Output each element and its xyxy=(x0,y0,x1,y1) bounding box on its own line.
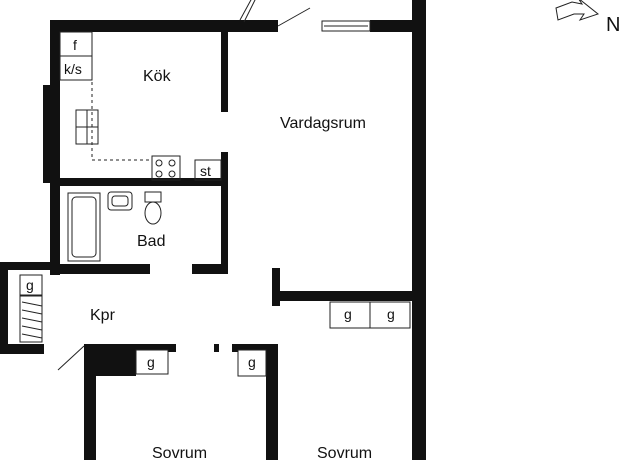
toilet-tank xyxy=(144,191,162,203)
wall-bedroom-left xyxy=(84,344,96,460)
washbasin xyxy=(107,191,133,211)
wall-top-left xyxy=(50,20,240,32)
hob xyxy=(151,155,181,181)
wall-top-right xyxy=(370,20,420,32)
toilet-bowl xyxy=(144,201,162,225)
wall-bath-bottom-left xyxy=(50,264,150,274)
fridge-freezer-box xyxy=(59,55,93,81)
counter-edge xyxy=(91,82,150,161)
wall-bedroom-divider-small xyxy=(214,344,219,352)
wall-right xyxy=(412,0,426,460)
wall-hall-bottom xyxy=(0,344,44,354)
kitchen-fixtures xyxy=(59,31,222,181)
label-closet-hall: g xyxy=(26,277,34,293)
wall-bath-bottom-right xyxy=(192,264,228,274)
wall-bedroom-divider xyxy=(266,344,278,460)
wall-hall-left xyxy=(0,262,8,354)
wall-left-thick xyxy=(43,85,60,183)
label-freezer: f xyxy=(73,37,77,53)
label-fridge-freezer: k/s xyxy=(64,61,82,77)
wall-bath-right xyxy=(221,186,228,272)
label-stove: st xyxy=(200,163,211,179)
walls xyxy=(0,0,426,460)
compass-label: N xyxy=(606,14,620,36)
label-closet-bedroom-2: g xyxy=(248,354,256,370)
closet-hall xyxy=(19,274,43,296)
label-closet-bedroom-1: g xyxy=(147,354,155,370)
wall-kitchen-bath xyxy=(60,178,228,186)
door-top-leaf xyxy=(277,7,311,27)
closet-bedroom-1 xyxy=(135,349,169,375)
bathtub xyxy=(67,192,101,262)
closet-living-1 xyxy=(329,301,371,329)
room-label-kitchen: Kök xyxy=(143,68,172,85)
label-closet-living-2: g xyxy=(387,306,395,322)
wall-top-mid xyxy=(240,20,278,32)
door-balcony-leaf xyxy=(239,0,252,21)
room-label-bedroom-1: Sovrum xyxy=(152,445,207,460)
compass: N xyxy=(555,0,620,36)
windows xyxy=(321,20,371,32)
compass-arrow-icon xyxy=(555,0,600,21)
room-labels: Kök Vardagsrum Bad Kpr Sovrum Sovrum xyxy=(90,68,372,460)
door-hall-leaf xyxy=(57,345,85,371)
room-label-bedroom-2: Sovrum xyxy=(317,445,372,460)
closets xyxy=(19,274,411,377)
stove-box xyxy=(194,159,222,181)
bath-fixtures xyxy=(67,191,162,262)
wall-kitchen-living-upper xyxy=(221,32,228,112)
wall-living-bottom xyxy=(272,291,414,301)
wall-kitchen-living-lower xyxy=(221,152,228,184)
wall-living-stub xyxy=(272,268,280,306)
fixture-labels: f k/s st g g g g g xyxy=(26,37,395,370)
room-label-bath: Bad xyxy=(137,233,165,250)
wall-hall-top xyxy=(0,262,52,270)
label-closet-living-1: g xyxy=(344,306,352,322)
doors xyxy=(57,0,311,371)
hall-rack xyxy=(19,295,43,343)
closet-bedroom-2 xyxy=(237,349,267,377)
closet-living-2 xyxy=(369,301,411,329)
wall-bedroom-top-right xyxy=(232,344,278,352)
wall-bedroom-closet-fill xyxy=(96,344,136,376)
room-label-living: Vardagsrum xyxy=(280,115,366,132)
room-label-hall: Kpr xyxy=(90,307,116,324)
